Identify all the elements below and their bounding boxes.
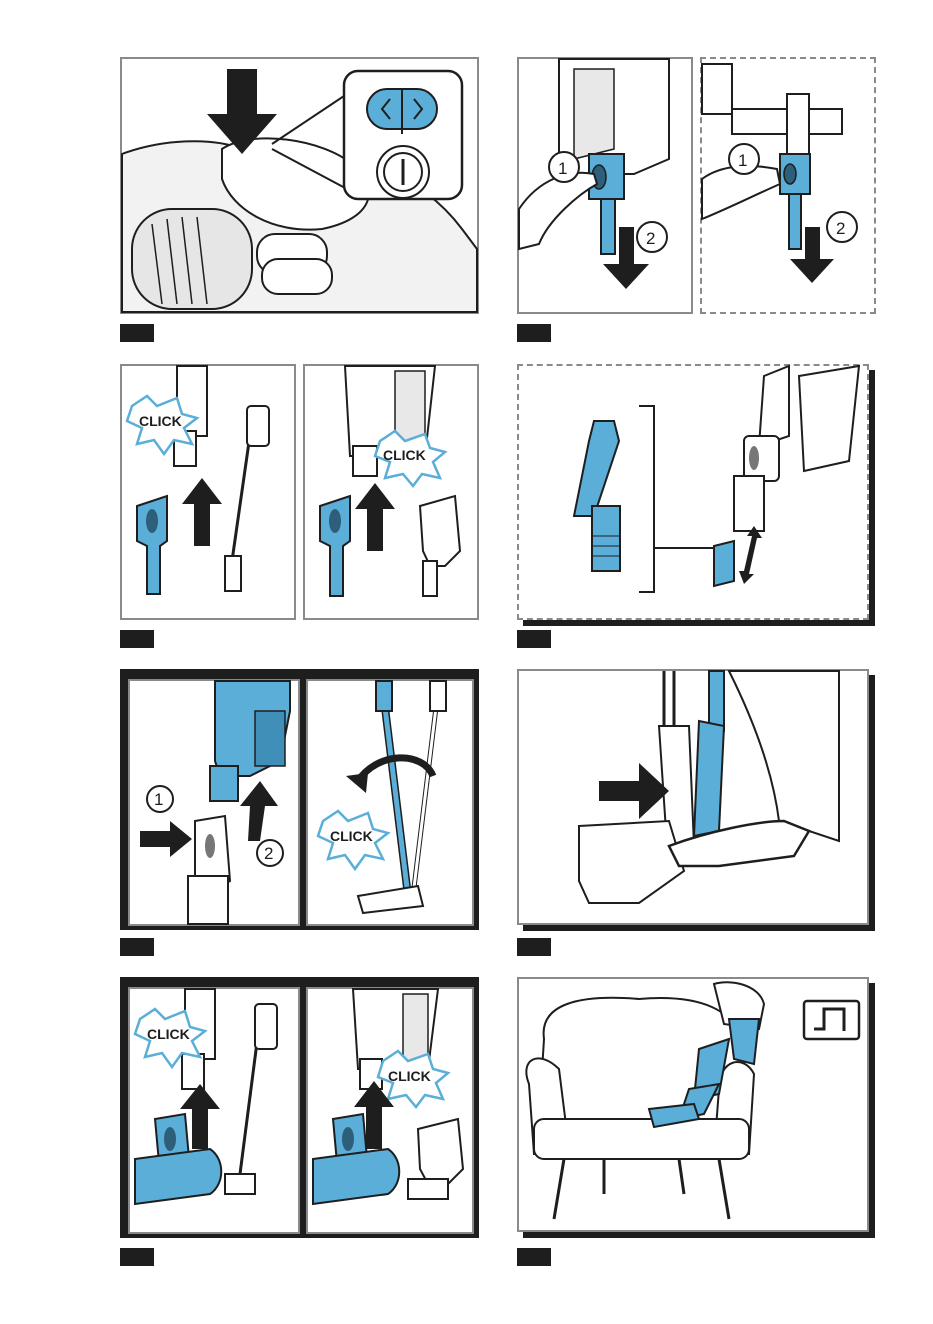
illustration-foot-release — [517, 669, 869, 925]
illustration-floor-nozzle-b: CLICK — [306, 987, 474, 1234]
step-tag-8 — [517, 1248, 551, 1266]
accessory-options-drawing — [519, 366, 867, 618]
release-tube-b-drawing: 1 2 — [702, 59, 874, 312]
click-label: CLICK — [388, 1068, 431, 1084]
up-arrow-icon — [355, 483, 395, 551]
step-tag-3 — [120, 630, 154, 648]
step-number-2: 2 — [836, 219, 845, 238]
floor-nozzle-b-drawing: CLICK — [308, 989, 472, 1232]
illustration-floor-nozzle-group: CLICK CLICK — [120, 977, 479, 1238]
illustration-attach-nozzle-b: CLICK — [303, 364, 479, 620]
double-arrow-icon — [739, 526, 762, 584]
step-number-1: 1 — [738, 151, 747, 170]
step-tag-1 — [120, 324, 154, 342]
illustration-release-tube-a: 1 2 — [517, 57, 693, 314]
step-number-1: 1 — [558, 159, 567, 178]
attach-nozzle-a-drawing: CLICK — [122, 366, 294, 618]
click-label: CLICK — [383, 447, 426, 463]
illustration-press-power — [120, 57, 479, 314]
right-arrow-icon — [599, 763, 669, 819]
step-tag-2 — [517, 324, 551, 342]
attach-nozzle-b-drawing: CLICK — [305, 366, 477, 618]
press-power-drawing — [122, 59, 477, 312]
furniture-cleaning-drawing — [519, 979, 867, 1230]
release-tube-a-drawing: 1 2 — [519, 59, 691, 312]
step-tag-6 — [517, 938, 551, 956]
illustration-accessory-options — [517, 364, 869, 620]
step-tag-4 — [517, 630, 551, 648]
connect-tube-a-drawing: 1 2 — [130, 681, 298, 924]
illustration-connect-tube-b: CLICK — [306, 679, 474, 926]
step-number-2: 2 — [646, 229, 655, 248]
click-label: CLICK — [330, 828, 373, 844]
foot-release-drawing — [519, 671, 867, 923]
click-label: CLICK — [147, 1026, 190, 1042]
illustration-connect-tube-a: 1 2 — [128, 679, 300, 926]
illustration-connect-tube-group: 1 2 CLICK — [120, 669, 479, 930]
step-tag-5 — [120, 938, 154, 956]
step-number-2: 2 — [264, 844, 273, 863]
illustration-attach-nozzle-a: CLICK — [120, 364, 296, 620]
illustration-floor-nozzle-a: CLICK — [128, 987, 300, 1234]
floor-nozzle-a-drawing: CLICK — [130, 989, 298, 1232]
step-number-1: 1 — [154, 790, 163, 809]
right-arrow-icon — [140, 821, 192, 857]
illustration-furniture-cleaning — [517, 977, 869, 1232]
step-tag-7 — [120, 1248, 154, 1266]
illustration-release-tube-b: 1 2 — [700, 57, 876, 314]
click-label: CLICK — [139, 413, 182, 429]
up-arrow-icon — [240, 781, 278, 841]
connect-tube-b-drawing: CLICK — [308, 681, 472, 924]
up-arrow-icon — [182, 478, 222, 546]
